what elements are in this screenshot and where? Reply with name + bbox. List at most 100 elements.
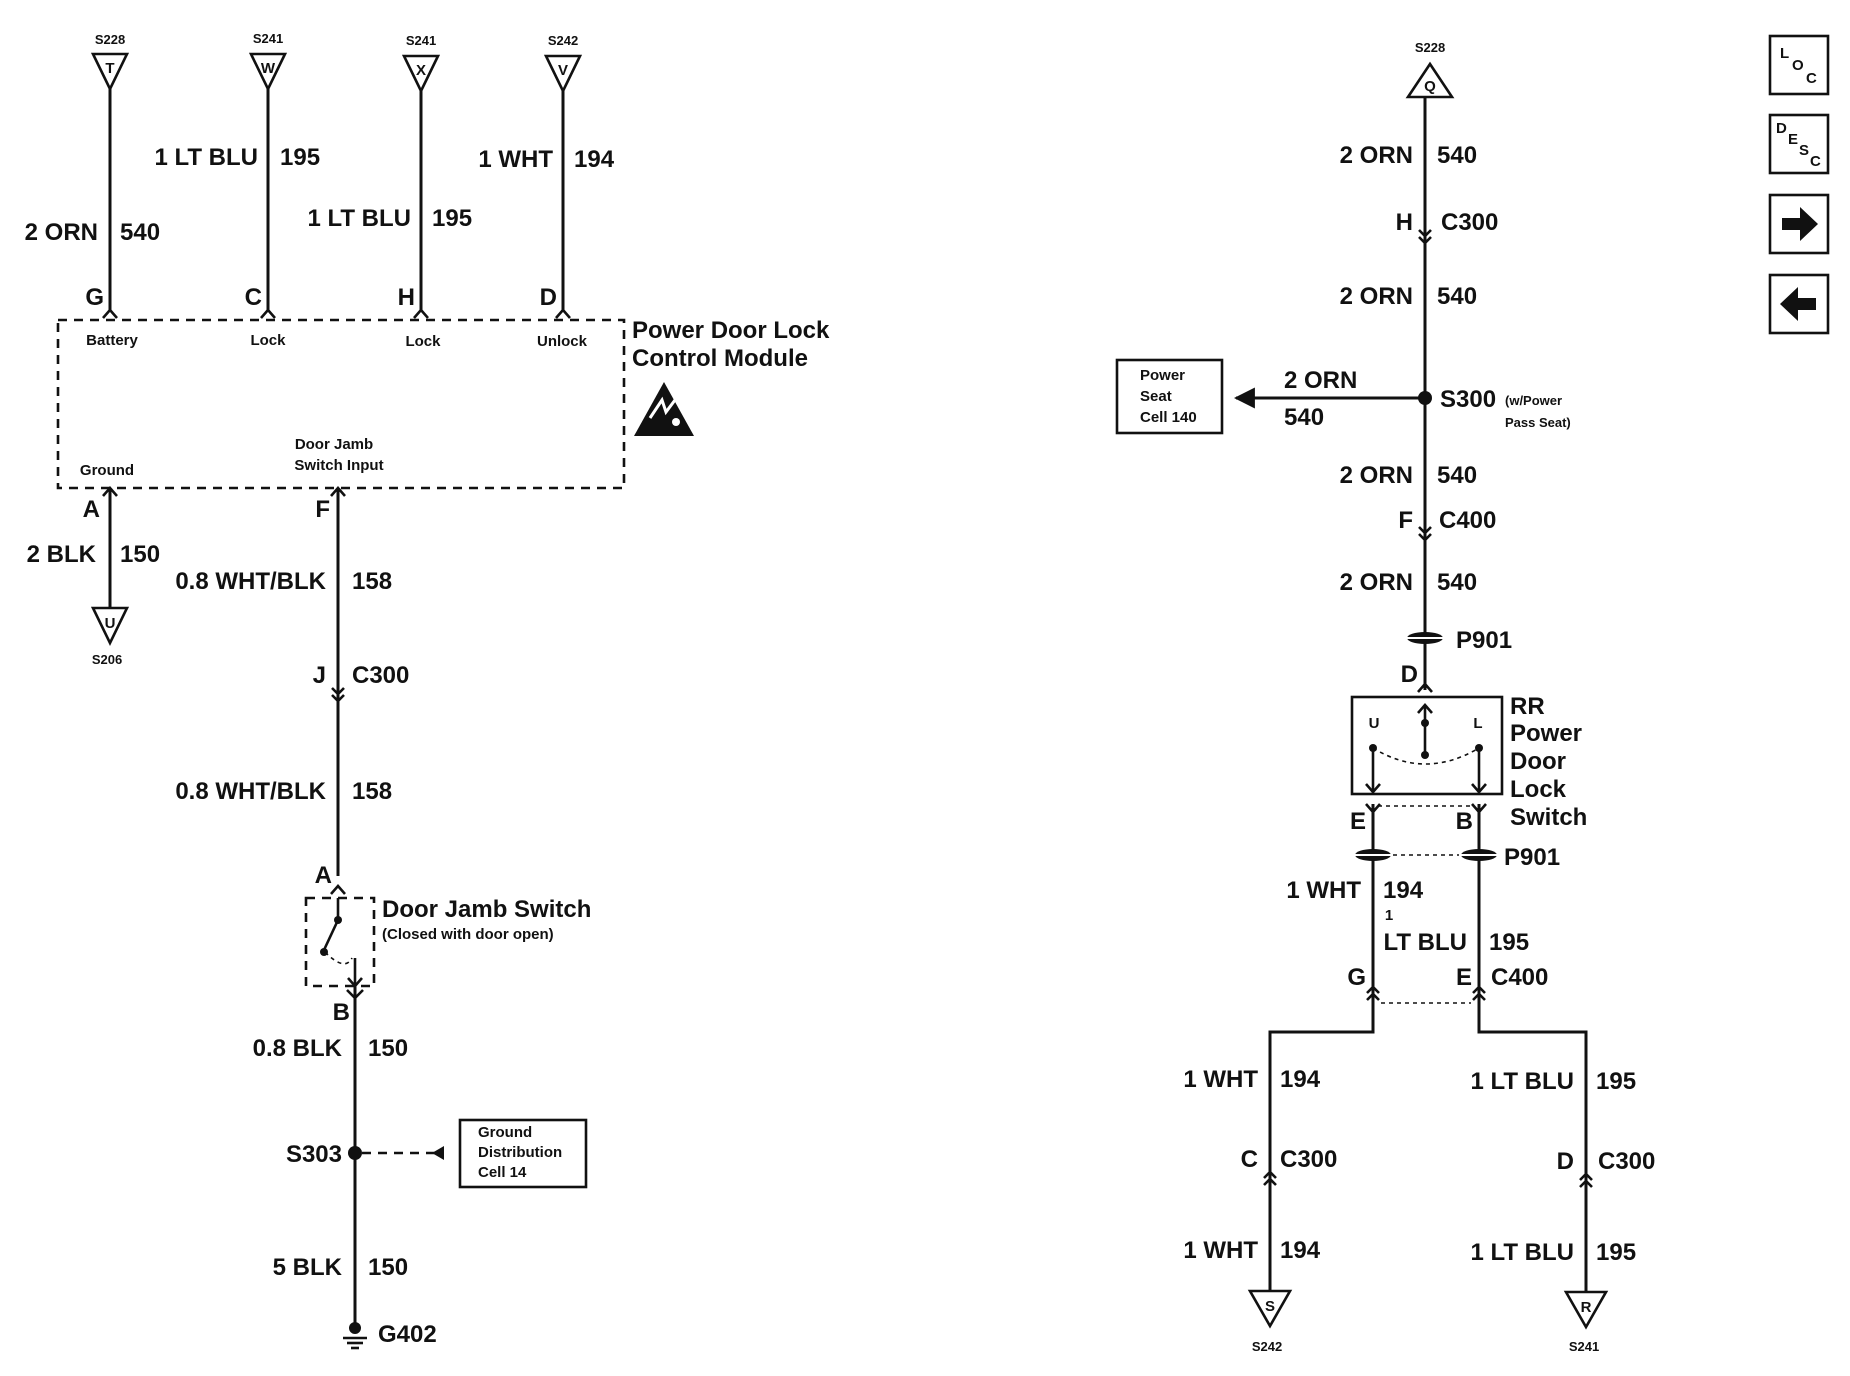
splice-triangle [248,52,288,92]
splice-note: Pass Seat) [1505,415,1571,430]
wire-size-label: 1 WHT [1183,1237,1258,1264]
wire-size-label: 1 WHT [1183,1066,1258,1093]
splice-pin: U [105,615,116,632]
next-page-button[interactable] [1768,193,1830,255]
circuit-label: 194 [1280,1237,1321,1264]
connector-cavity: J [313,662,326,689]
connector-id: C300 [352,662,409,689]
circuit-label: 195 [280,144,320,171]
power-seat-reference-box [1115,358,1224,435]
splice-triangle [90,606,130,646]
terminal-icon [1417,682,1433,693]
reference-text: Distribution [478,1144,562,1161]
pin-function-door-jamb: Door Jamb [295,436,373,453]
splice-pin: W [261,60,276,77]
wire-194-bottom [1268,1000,1375,1290]
splice-triangle-up [1405,61,1455,99]
inline-connector-icon [1263,1170,1277,1186]
reference-arrow-icon [432,1146,444,1160]
reference-text: Power [1140,367,1185,384]
connector-s241-w: S241 W [248,31,288,92]
reference-text: Cell 140 [1140,409,1197,426]
circuit-label: 194 [1280,1066,1321,1093]
switch-name: Lock [1510,776,1567,803]
pin-function-ground: Ground [80,462,134,479]
splice-pin: T [105,60,114,77]
wire-size-label: 0.8 BLK [253,1035,343,1062]
wire-size-label: 2 ORN [1284,367,1357,394]
connector-s241-x: S241 X [401,33,441,94]
circuit-label: 540 [1284,404,1324,431]
connector-cavity: B [1456,808,1473,835]
desc-letter: S [1799,142,1809,159]
splice-id: S303 [286,1141,342,1168]
switch-name: Power [1510,720,1582,747]
circuit-label: 150 [368,1035,408,1062]
switch-contact-icon [1365,703,1487,794]
wire-size-label: 1 WHT [478,146,553,173]
splice-triangle [543,54,583,94]
circuit-label: 195 [1596,1239,1636,1266]
circuit-label: 195 [1489,929,1529,956]
loc-button[interactable]: L O C [1768,34,1830,96]
wire-size-label: LT BLU [1383,929,1467,956]
door-jamb-switch-box [304,896,376,988]
splice-id: S300 [1440,386,1496,413]
splice-pin: X [416,62,426,79]
connector-id: C300 [1598,1148,1655,1175]
ground-distribution-reference-box [458,1118,588,1189]
prev-page-button[interactable] [1768,273,1830,335]
connector-id: C300 [1441,209,1498,236]
reference-text: Cell 14 [478,1164,527,1181]
desc-button[interactable]: D E S C [1768,113,1830,175]
inline-connector-icon [1366,985,1380,1001]
circuit-label: 195 [1596,1068,1636,1095]
switch-name: Door Jamb Switch [382,896,591,923]
wire-size-label: 1 LT BLU [307,205,411,232]
connector-cavity: E [1456,964,1472,991]
terminal-icon [555,308,571,319]
connector-cavity: F [1398,507,1413,534]
splice-pin: V [558,62,568,79]
reference-text: Ground [478,1124,532,1141]
nav-buttons: L O C D E S C [1768,34,1830,335]
splice-label: S241 [1569,1339,1599,1354]
terminal-icon [413,308,429,319]
wire-size-label: 5 BLK [273,1254,343,1281]
desc-letter: E [1788,131,1798,148]
connector-cavity: B [333,999,350,1026]
wire-size-label: 0.8 WHT/BLK [175,778,326,805]
cavity-label: A [83,496,100,523]
left-arrow-icon [1780,287,1816,321]
switch-position: L [1473,715,1482,732]
splice-triangle [90,52,130,92]
connector-id: P901 [1456,627,1512,654]
splice-label: S241 [406,33,436,48]
inline-connector-icon [1472,985,1486,1001]
wire-size-label: 1 LT BLU [1470,1239,1574,1266]
wire-195-bottom [1477,1000,1588,1292]
loc-letter: O [1792,57,1804,74]
switch-name: Switch [1510,804,1587,831]
connector-s228-t: S228 T [90,32,130,92]
cavity-label: G [85,284,104,311]
connector-id: C300 [1280,1146,1337,1173]
splice-label: S228 [95,32,125,47]
cavity-label: D [540,284,557,311]
pin-function-lock: Lock [250,332,286,349]
connector-cavity: C [1241,1146,1258,1173]
connector-s242-v: S242 V [543,33,583,94]
wire-size-label: 2 ORN [1340,283,1413,310]
inline-connector-icon [1418,229,1432,245]
terminal-icon [260,308,276,319]
connector-cavity: A [315,862,332,889]
circuit-label: 195 [432,205,472,232]
circuit-label: 158 [352,778,392,805]
splice-dot [348,1146,362,1160]
switch-name: RR [1510,693,1545,720]
circuit-label: 158 [352,568,392,595]
connector-cavity: H [1396,209,1413,236]
inline-connector-icon [1418,526,1432,542]
pin-function-battery: Battery [86,332,138,349]
